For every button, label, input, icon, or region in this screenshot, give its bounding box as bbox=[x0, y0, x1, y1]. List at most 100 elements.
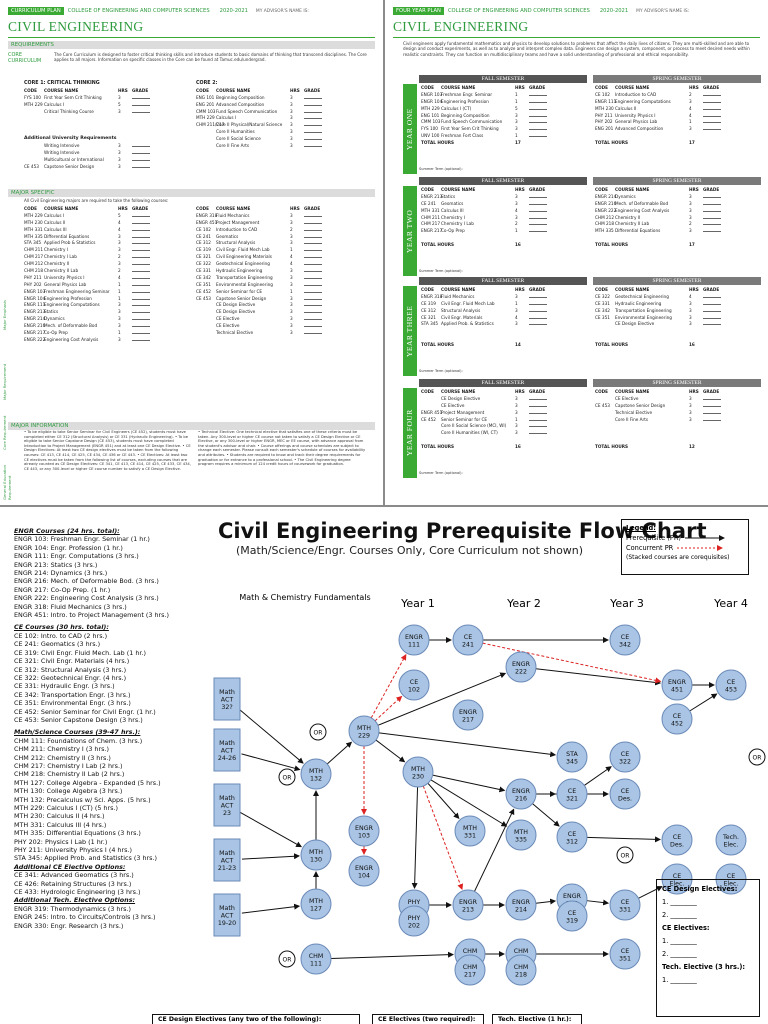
grade-blank[interactable] bbox=[132, 337, 162, 342]
grade-blank[interactable] bbox=[703, 119, 733, 124]
grade-blank[interactable] bbox=[304, 309, 334, 314]
grade-blank[interactable] bbox=[304, 109, 334, 114]
grade-blank[interactable] bbox=[703, 417, 733, 422]
elective-blank[interactable]: 2. ________ bbox=[662, 911, 697, 919]
grade-blank[interactable] bbox=[529, 301, 559, 306]
grade-blank[interactable] bbox=[304, 122, 334, 127]
grade-blank[interactable] bbox=[529, 315, 559, 320]
grade-blank[interactable] bbox=[304, 302, 334, 307]
grade-blank[interactable] bbox=[132, 240, 162, 245]
grade-blank[interactable] bbox=[529, 396, 559, 401]
grade-blank[interactable] bbox=[703, 106, 733, 111]
grade-blank[interactable] bbox=[304, 115, 334, 120]
grade-blank[interactable] bbox=[703, 315, 733, 320]
grade-blank[interactable] bbox=[529, 92, 559, 97]
grade-blank[interactable] bbox=[304, 261, 334, 266]
grade-blank[interactable] bbox=[703, 92, 733, 97]
grade-blank[interactable] bbox=[132, 289, 162, 294]
grade-blank[interactable] bbox=[304, 247, 334, 252]
elective-blank[interactable]: 1. ________ bbox=[662, 937, 697, 945]
grade-blank[interactable] bbox=[132, 309, 162, 314]
grade-blank[interactable] bbox=[703, 403, 733, 408]
grade-blank[interactable] bbox=[703, 396, 733, 401]
grade-blank[interactable] bbox=[529, 201, 559, 206]
grade-blank[interactable] bbox=[304, 289, 334, 294]
grade-blank[interactable] bbox=[703, 194, 733, 199]
grade-blank[interactable] bbox=[132, 102, 162, 107]
grade-blank[interactable] bbox=[304, 254, 334, 259]
grade-blank[interactable] bbox=[304, 240, 334, 245]
grade-blank[interactable] bbox=[529, 228, 559, 233]
grade-blank[interactable] bbox=[132, 143, 162, 148]
grade-blank[interactable] bbox=[703, 126, 733, 131]
grade-blank[interactable] bbox=[132, 164, 162, 169]
grade-blank[interactable] bbox=[703, 308, 733, 313]
grade-blank[interactable] bbox=[529, 133, 559, 138]
grade-blank[interactable] bbox=[304, 129, 334, 134]
grade-blank[interactable] bbox=[304, 220, 334, 225]
grade-blank[interactable] bbox=[132, 157, 162, 162]
elective-blank[interactable]: 2. ________ bbox=[662, 950, 697, 958]
grade-blank[interactable] bbox=[529, 430, 559, 435]
grade-blank[interactable] bbox=[529, 194, 559, 199]
grade-blank[interactable] bbox=[703, 113, 733, 118]
grade-blank[interactable] bbox=[132, 213, 162, 218]
grade-blank[interactable] bbox=[529, 294, 559, 299]
grade-blank[interactable] bbox=[132, 261, 162, 266]
grade-blank[interactable] bbox=[304, 296, 334, 301]
grade-blank[interactable] bbox=[304, 136, 334, 141]
grade-blank[interactable] bbox=[132, 282, 162, 287]
grade-blank[interactable] bbox=[703, 99, 733, 104]
grade-blank[interactable] bbox=[304, 102, 334, 107]
grade-blank[interactable] bbox=[132, 247, 162, 252]
grade-blank[interactable] bbox=[703, 201, 733, 206]
grade-blank[interactable] bbox=[529, 215, 559, 220]
grade-blank[interactable] bbox=[132, 302, 162, 307]
grade-blank[interactable] bbox=[132, 275, 162, 280]
grade-blank[interactable] bbox=[529, 308, 559, 313]
grade-blank[interactable] bbox=[304, 213, 334, 218]
grade-blank[interactable] bbox=[703, 301, 733, 306]
grade-blank[interactable] bbox=[132, 296, 162, 301]
grade-blank[interactable] bbox=[304, 227, 334, 232]
grade-blank[interactable] bbox=[529, 417, 559, 422]
grade-blank[interactable] bbox=[529, 423, 559, 428]
grade-blank[interactable] bbox=[703, 215, 733, 220]
grade-blank[interactable] bbox=[132, 150, 162, 155]
grade-blank[interactable] bbox=[703, 410, 733, 415]
grade-blank[interactable] bbox=[304, 330, 334, 335]
grade-blank[interactable] bbox=[529, 126, 559, 131]
grade-blank[interactable] bbox=[529, 208, 559, 213]
grade-blank[interactable] bbox=[529, 403, 559, 408]
grade-blank[interactable] bbox=[132, 316, 162, 321]
grade-blank[interactable] bbox=[529, 113, 559, 118]
grade-blank[interactable] bbox=[132, 227, 162, 232]
grade-blank[interactable] bbox=[529, 119, 559, 124]
grade-blank[interactable] bbox=[703, 228, 733, 233]
grade-blank[interactable] bbox=[529, 410, 559, 415]
grade-blank[interactable] bbox=[304, 316, 334, 321]
grade-blank[interactable] bbox=[304, 234, 334, 239]
grade-blank[interactable] bbox=[529, 221, 559, 226]
elective-blank[interactable]: 1. ________ bbox=[662, 976, 697, 984]
grade-blank[interactable] bbox=[132, 220, 162, 225]
grade-blank[interactable] bbox=[132, 323, 162, 328]
grade-blank[interactable] bbox=[304, 143, 334, 148]
grade-blank[interactable] bbox=[304, 95, 334, 100]
grade-blank[interactable] bbox=[132, 95, 162, 100]
grade-blank[interactable] bbox=[132, 234, 162, 239]
grade-blank[interactable] bbox=[132, 268, 162, 273]
grade-blank[interactable] bbox=[304, 282, 334, 287]
grade-blank[interactable] bbox=[132, 109, 162, 114]
grade-blank[interactable] bbox=[304, 268, 334, 273]
grade-blank[interactable] bbox=[304, 275, 334, 280]
elective-blank[interactable]: 1. ________ bbox=[662, 898, 697, 906]
grade-blank[interactable] bbox=[703, 221, 733, 226]
grade-blank[interactable] bbox=[529, 99, 559, 104]
grade-blank[interactable] bbox=[529, 106, 559, 111]
grade-blank[interactable] bbox=[703, 321, 733, 326]
grade-blank[interactable] bbox=[703, 208, 733, 213]
grade-blank[interactable] bbox=[132, 254, 162, 259]
grade-blank[interactable] bbox=[529, 321, 559, 326]
grade-blank[interactable] bbox=[132, 330, 162, 335]
